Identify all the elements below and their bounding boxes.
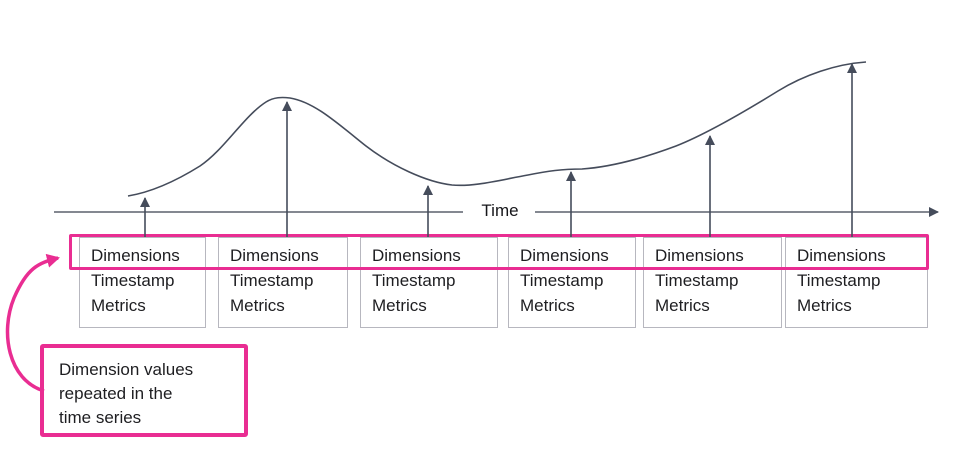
record-dimensions-label: Dimensions: [91, 246, 180, 265]
record-metrics-label: Metrics: [655, 296, 710, 315]
record-metrics-label: Metrics: [230, 296, 285, 315]
record-dimensions-label: Dimensions: [797, 246, 886, 265]
time-axis-label: Time: [481, 201, 519, 220]
record-box-4: Dimensions Timestamp Metrics: [508, 237, 636, 328]
record-box-2: Dimensions Timestamp Metrics: [218, 237, 348, 328]
record-timestamp-label: Timestamp: [372, 271, 456, 290]
dimensions-row-highlight: [69, 234, 929, 270]
value-curve: [127, 61, 867, 197]
annotation-callout-line: Dimension values: [59, 360, 194, 379]
annotation-callout-line: time series: [59, 408, 142, 427]
annotation-callout: Dimension values repeated in the time se…: [40, 344, 248, 437]
record-timestamp-label: Timestamp: [230, 271, 314, 290]
record-timestamp-label: Timestamp: [520, 271, 604, 290]
record-dimensions-label: Dimensions: [655, 246, 744, 265]
record-timestamp-label: Timestamp: [655, 271, 739, 290]
record-dimensions-label: Dimensions: [520, 246, 609, 265]
record-timestamp-label: Timestamp: [797, 271, 881, 290]
record-dimensions-label: Dimensions: [372, 246, 461, 265]
record-metrics-label: Metrics: [520, 296, 575, 315]
record-dimensions-label: Dimensions: [230, 246, 319, 265]
record-box-1: Dimensions Timestamp Metrics: [79, 237, 206, 328]
record-metrics-label: Metrics: [372, 296, 427, 315]
record-timestamp-label: Timestamp: [91, 271, 175, 290]
record-box-5: Dimensions Timestamp Metrics: [643, 237, 782, 328]
record-box-3: Dimensions Timestamp Metrics: [360, 237, 498, 328]
record-metrics-label: Metrics: [797, 296, 852, 315]
record-box-6: Dimensions Timestamp Metrics: [785, 237, 928, 328]
record-metrics-label: Metrics: [91, 296, 146, 315]
annotation-callout-line: repeated in the: [59, 384, 173, 403]
